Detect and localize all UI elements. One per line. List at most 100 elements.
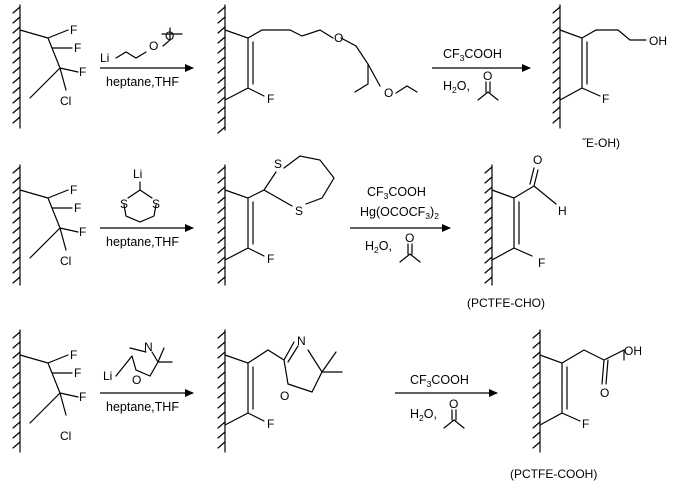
fluorine-atom: F	[267, 92, 274, 106]
hydroxyl-group: OH	[624, 344, 642, 358]
acid-label: CF3COOH	[410, 373, 469, 389]
fluorine-atom: F	[79, 390, 86, 404]
fluorine-atom: F	[74, 366, 81, 380]
backbone-tick	[217, 276, 226, 284]
product-label: (PCTFE-CHO)	[467, 296, 545, 310]
backbone-tick	[12, 6, 21, 14]
backbone-tick	[217, 256, 226, 264]
nitrogen-atom: N	[144, 340, 153, 354]
product-label: ˝E-OH)	[582, 136, 620, 150]
backbone-tick	[217, 361, 226, 369]
intermediate-2-dithiane: S S F	[217, 155, 335, 286]
backbone-tick	[532, 441, 541, 449]
backbone-tick	[217, 391, 226, 399]
backbone-tick	[12, 66, 21, 74]
fluorine-atom: F	[70, 348, 77, 362]
water-label: H2O,	[443, 79, 470, 95]
sulfur-atom: S	[295, 204, 303, 218]
product-3-bonds	[539, 349, 625, 426]
backbone-tick	[217, 46, 226, 54]
lithium-atom: Li	[103, 369, 112, 383]
backbone-tick	[217, 401, 226, 409]
backbone-tick	[532, 381, 541, 389]
backbone-tick	[12, 341, 21, 349]
chlorine-atom: Cl	[60, 94, 71, 108]
backbone-tick	[217, 66, 226, 74]
backbone-hatch	[217, 164, 226, 286]
oxygen-atom: O	[533, 153, 542, 167]
ethyl-bonds	[395, 85, 418, 94]
backbone-tick	[12, 96, 21, 104]
backbone-hatch	[484, 164, 493, 286]
reagent-2-lithiodithiane: Li S S	[120, 167, 160, 223]
lithium-atom: Li	[133, 167, 142, 181]
backbone-tick	[12, 266, 21, 274]
intermediate-3-oxazoline: N O F	[217, 329, 343, 453]
backbone-tick	[217, 86, 226, 94]
solvent-label: heptane,THF	[106, 235, 179, 249]
backbone-tick	[217, 186, 226, 194]
backbone-tick	[12, 56, 21, 64]
sulfur-atom: S	[152, 197, 160, 211]
backbone-tick	[217, 116, 226, 124]
backbone-hatch	[217, 329, 226, 453]
fluorine-atom: F	[602, 92, 609, 106]
backbone-hatch	[12, 329, 21, 453]
backbone-tick	[217, 96, 226, 104]
product-1-pctfe-oh: OH F ˝E-OH)	[552, 4, 667, 150]
backbone-tick	[552, 36, 561, 44]
backbone-tick	[12, 206, 21, 214]
backbone-tick	[532, 361, 541, 369]
backbone-tick	[217, 16, 226, 24]
backbone-tick	[217, 126, 226, 134]
solvent-label: heptane,THF	[106, 400, 179, 414]
backbone-tick	[12, 16, 21, 24]
lithium-atom: Li	[100, 51, 109, 65]
backbone-tick	[484, 196, 493, 204]
backbone-tick	[217, 411, 226, 419]
backbone-tick	[12, 381, 21, 389]
backbone-tick	[552, 86, 561, 94]
backbone-tick	[12, 256, 21, 264]
backbone-tick	[552, 106, 561, 114]
backbone-tick	[552, 6, 561, 14]
backbone-hatch	[12, 164, 21, 286]
backbone-tick	[217, 246, 226, 254]
backbone-tick	[12, 46, 21, 54]
backbone-tick	[552, 56, 561, 64]
backbone-tick	[217, 196, 226, 204]
backbone-tick	[532, 371, 541, 379]
backbone-tick	[12, 186, 21, 194]
reagent-1-bonds	[115, 27, 183, 59]
backbone-tick	[12, 421, 21, 429]
backbone-tick	[217, 26, 226, 34]
row-1-pctfe-oh-synthesis: F F F Cl Li O O heptane,THF O O F CF3COO…	[12, 4, 667, 150]
backbone-tick	[12, 166, 21, 174]
sulfur-atom: S	[120, 197, 128, 211]
backbone-tick	[12, 36, 21, 44]
backbone-tick	[484, 206, 493, 214]
backbone-tick	[12, 371, 21, 379]
backbone-tick	[12, 216, 21, 224]
backbone-tick	[217, 341, 226, 349]
nitrogen-atom: N	[297, 334, 306, 348]
intermediate-1-ether: O O F	[217, 4, 418, 134]
intermediate-3-bonds	[224, 341, 343, 426]
backbone-tick	[532, 401, 541, 409]
backbone-tick	[217, 6, 226, 14]
product-2-bonds	[491, 167, 557, 261]
water-label: H2O,	[365, 239, 392, 255]
backbone-tick	[12, 226, 21, 234]
backbone-tick	[484, 186, 493, 194]
backbone-tick	[12, 391, 21, 399]
reactant-3-pctfe-backbone: F F F Cl	[12, 329, 86, 453]
backbone-tick	[484, 176, 493, 184]
backbone-tick	[217, 371, 226, 379]
backbone-tick	[484, 226, 493, 234]
backbone-hatch	[552, 4, 561, 129]
sulfur-atom: S	[274, 157, 282, 171]
reactant-1-pctfe-backbone: F F F Cl	[12, 4, 86, 129]
backbone-tick	[217, 166, 226, 174]
backbone-tick	[484, 236, 493, 244]
backbone-tick	[532, 391, 541, 399]
